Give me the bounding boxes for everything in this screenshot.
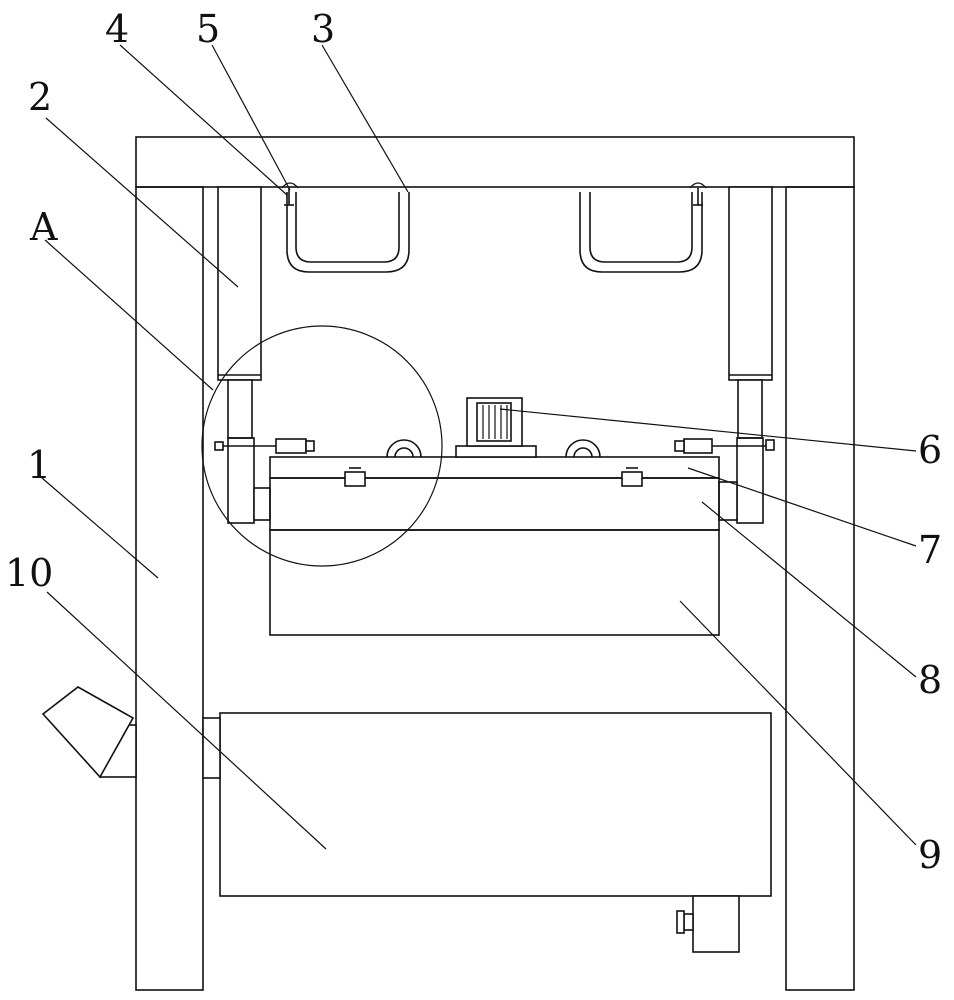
honeycomb-block [269,529,720,636]
inlet-hopper [41,686,137,779]
label-7: 7 [918,528,942,572]
leader-lines [41,44,917,850]
label-6: 6 [918,428,942,472]
label-a: A [29,205,58,249]
label-5: 5 [196,7,220,51]
top-plate [269,456,720,479]
woven-layer [269,477,720,531]
clamp-right [736,437,764,524]
motor-unit [386,397,601,458]
label-9: 9 [918,833,942,877]
frame-left-leg [135,186,204,991]
label-2: 2 [28,75,52,119]
label-4: 4 [105,7,129,51]
collection-tank [202,712,772,953]
drain-valve [692,895,740,953]
frame [135,136,855,991]
clamp-left [227,437,255,524]
detail-circle-a [201,325,443,567]
callout-labels: 4 5 3 2 A 1 10 6 7 8 9 [5,7,942,877]
cylinder-right-rod [737,379,763,439]
side-clamps [214,437,775,524]
tank-body [219,712,772,897]
frame-top-beam [135,136,855,188]
cylinder-right-body [728,186,773,381]
hanging-handles [281,182,707,273]
press-assembly [269,456,720,636]
motor-base [455,445,537,458]
cylinder-left-rod [227,379,253,439]
label-8: 8 [918,658,942,702]
label-1: 1 [27,443,51,487]
label-3: 3 [311,7,335,51]
label-10: 10 [5,551,53,595]
hydraulic-cylinders [217,186,773,439]
frame-right-leg [785,186,855,991]
cylinder-left-body [217,186,262,381]
